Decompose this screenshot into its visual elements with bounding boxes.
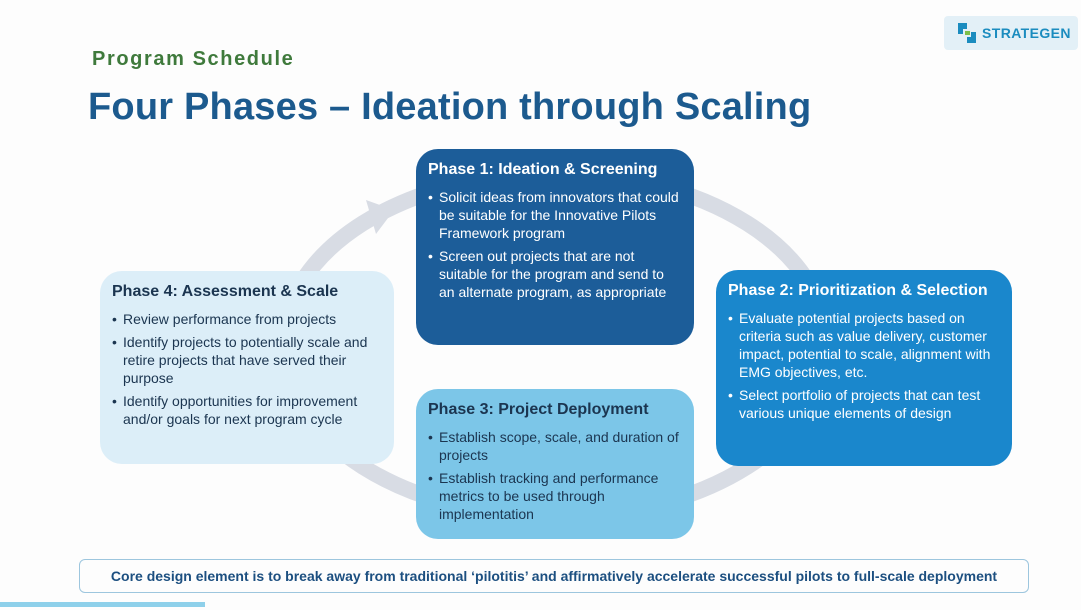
strategen-logo-icon (958, 23, 976, 43)
phase-4-bullet: Review performance from projects (112, 310, 382, 328)
phase-4-bullet: Identify projects to potentially scale a… (112, 333, 382, 387)
phase-4-bullet: Identify opportunities for improvement a… (112, 392, 382, 428)
phase-1-box: Phase 1: Ideation & Screening Solicit id… (416, 149, 694, 345)
slide-subtitle: Program Schedule (92, 48, 295, 70)
phase-1-title: Phase 1: Ideation & Screening (428, 161, 658, 178)
phase-2-bullet: Evaluate potential projects based on cri… (728, 309, 1000, 381)
slide-title: Four Phases – Ideation through Scaling (88, 86, 812, 128)
phase-1-bullet: Screen out projects that are not suitabl… (428, 247, 682, 301)
bottom-accent-bar (0, 602, 205, 607)
phase-2-title: Phase 2: Prioritization & Selection (728, 282, 988, 299)
phase-3-title: Phase 3: Project Deployment (428, 401, 649, 418)
phase-1-bullets: Solicit ideas from innovators that could… (428, 188, 682, 301)
cycle-arrowhead (366, 200, 394, 234)
strategen-logo: STRATEGEN (944, 16, 1078, 50)
phase-2-box: Phase 2: Prioritization & Selection Eval… (716, 270, 1012, 466)
logo-text: STRATEGEN (982, 25, 1071, 41)
phase-2-bullets: Evaluate potential projects based on cri… (728, 309, 1000, 422)
phase-4-title: Phase 4: Assessment & Scale (112, 283, 339, 300)
phase-3-bullet: Establish scope, scale, and duration of … (428, 428, 682, 464)
phase-3-bullets: Establish scope, scale, and duration of … (428, 428, 682, 523)
phase-1-bullet: Solicit ideas from innovators that could… (428, 188, 682, 242)
phase-3-box: Phase 3: Project Deployment Establish sc… (416, 389, 694, 539)
phase-4-bullets: Review performance from projects Identif… (112, 310, 382, 428)
phase-3-bullet: Establish tracking and performance metri… (428, 469, 682, 523)
phase-4-box: Phase 4: Assessment & Scale Review perfo… (100, 271, 394, 464)
phase-2-bullet: Select portfolio of projects that can te… (728, 386, 1000, 422)
footer-banner: Core design element is to break away fro… (79, 559, 1029, 593)
